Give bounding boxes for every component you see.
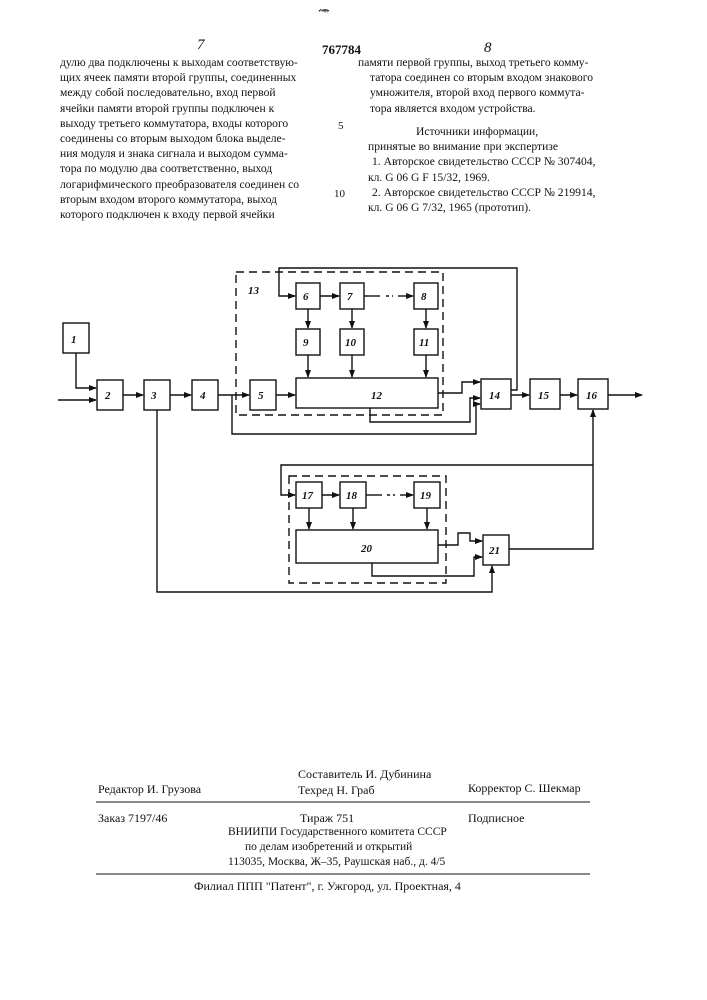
block-label: 10 [345, 337, 357, 349]
techred: Техред Н. Граб [298, 783, 375, 798]
block-3 [144, 380, 170, 410]
block-label: 9 [303, 337, 309, 349]
org-line-1: ВНИИПИ Государственного комитета СССР [228, 826, 447, 838]
block-label: 16 [586, 390, 598, 402]
block-label: 19 [420, 490, 432, 502]
block-label: 5 [258, 390, 264, 402]
footer-divider-2 [96, 872, 590, 876]
block-label: 3 [150, 390, 157, 402]
block-label: 14 [489, 390, 501, 402]
block-labels: 1 2 3 4 5 6 7 8 9 10 11 12 13 14 15 16 1… [71, 285, 598, 557]
block-label: 17 [302, 490, 314, 502]
editor: Редактор И. Грузова [98, 782, 201, 797]
block-label: 6 [303, 291, 309, 303]
block-label: 4 [199, 390, 206, 402]
footer-divider [96, 800, 590, 804]
block-label: 18 [346, 490, 358, 502]
address: 113035, Москва, Ж–35, Раушская наб., д. … [228, 856, 445, 868]
block-label: 13 [248, 285, 260, 297]
block-label: 11 [419, 337, 429, 349]
block-label: 21 [488, 545, 500, 557]
filial: Филиал ППП "Патент", г. Ужгород, ул. Про… [194, 879, 461, 894]
compiler: Составитель И. Дубинина [298, 767, 431, 782]
block-label: 7 [347, 291, 353, 303]
block-label: 8 [421, 291, 427, 303]
podpisnoe: Подписное [468, 811, 525, 826]
corrector: Корректор С. Шекмар [468, 781, 581, 796]
block-label: 20 [360, 543, 373, 555]
block-12 [296, 378, 438, 408]
block-label: 15 [538, 390, 550, 402]
org-line-2: по делам изобретений и открытий [245, 841, 412, 853]
block-label: 1 [71, 334, 77, 346]
order: Заказ 7197/46 [98, 811, 167, 826]
block-label: 12 [371, 390, 383, 402]
tirazh: Тираж 751 [300, 811, 354, 826]
block-label: 2 [104, 390, 111, 402]
